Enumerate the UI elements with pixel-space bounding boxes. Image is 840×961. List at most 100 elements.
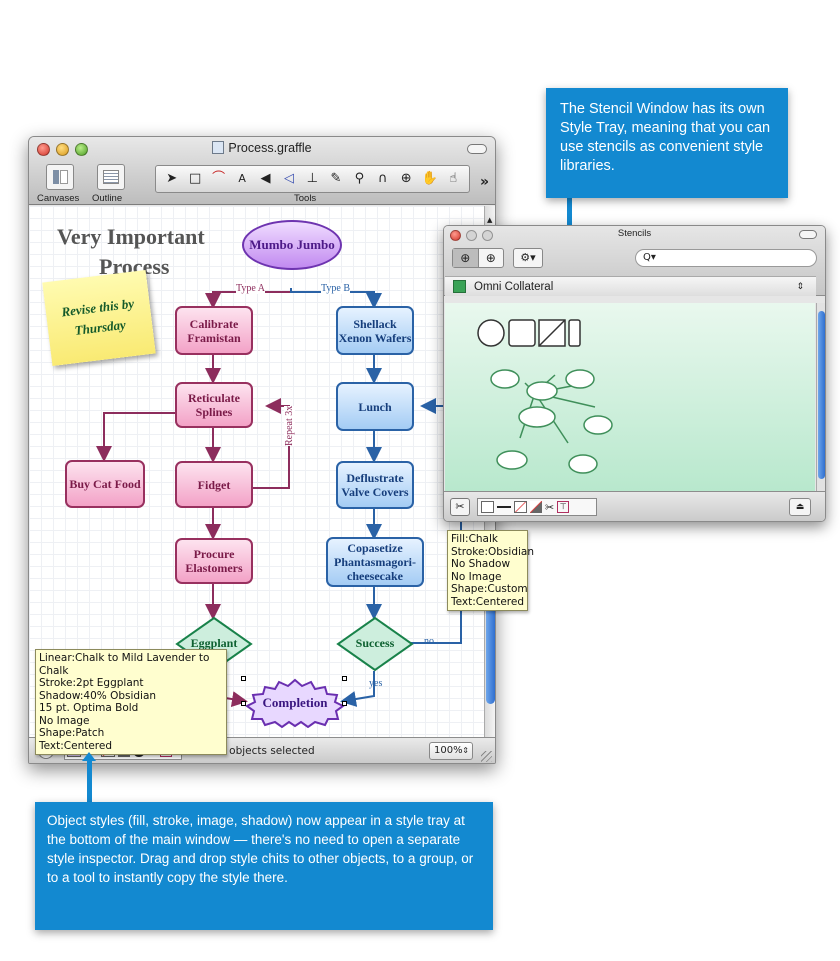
selection-handle[interactable] (241, 701, 246, 706)
zoom-value: 100% (434, 745, 463, 756)
node-success-shape[interactable] (336, 616, 414, 672)
selection-handle[interactable] (241, 676, 246, 681)
tooltip-line: Fill:Chalk (451, 533, 498, 545)
node-procure-elastomers[interactable]: Procure Elastomers (175, 538, 253, 584)
stencil-scrollbar[interactable] (816, 303, 825, 491)
selection-handle[interactable] (342, 701, 347, 706)
node-shellack-xenon-wafers[interactable]: Shellack Xenon Wafers (336, 306, 414, 355)
label-type-a: Type A (236, 283, 266, 294)
toolbar-overflow-button[interactable]: » (480, 174, 490, 190)
canvases-button[interactable] (46, 164, 74, 190)
sticky-note[interactable]: Revise this by Thursday (42, 269, 156, 367)
text-position-chit-icon[interactable]: ⊤ (557, 501, 570, 513)
magnet-tool-icon[interactable]: ∩ (378, 171, 388, 186)
stencil-action-gear-icon[interactable]: ⚙▾ (513, 248, 543, 268)
close-icon[interactable] (37, 143, 50, 156)
stepper-icon: ⇕ (462, 746, 469, 755)
grid-view-icon[interactable]: ⊕ (453, 249, 478, 267)
list-view-icon[interactable]: ⊕ (477, 249, 504, 267)
pen-tool-icon[interactable]: ◁ (283, 171, 294, 186)
node-lunch[interactable]: Lunch (336, 382, 414, 431)
node-completion-label: Completion (262, 695, 328, 710)
tools-palette: ➤ □ ⌒ A ◀ ◁ ⊥ ✎ ⚲ ∩ ⊕ ✋ ☝ (155, 165, 470, 193)
shadow-chit-icon[interactable] (530, 501, 542, 513)
stencil-library-icon (453, 280, 466, 293)
scroll-up-icon[interactable]: ▲ (487, 216, 493, 224)
stencil-window-title: Stencils (617, 228, 652, 239)
stroke-chit-icon[interactable] (497, 506, 511, 508)
stamp-tool-icon[interactable]: ⚲ (354, 171, 365, 186)
stepper-icon: ⇕ (796, 281, 804, 292)
selection-tool-icon[interactable]: ➤ (166, 171, 178, 186)
tooltip-line: Stroke:2pt Eggplant (39, 677, 144, 689)
node-mumbo-jumbo[interactable]: Mumbo Jumbo (242, 220, 342, 270)
selection-handle[interactable] (342, 676, 347, 681)
node-success-label: Success (355, 636, 395, 650)
stencil-toolbar-toggle[interactable] (799, 230, 817, 239)
zoom-select[interactable]: 100%⇕ (429, 742, 473, 760)
minimize-icon[interactable] (56, 143, 69, 156)
node-buy-cat-food[interactable]: Buy Cat Food (65, 460, 145, 508)
style-tooltip-main: Linear:Chalk to Mild Lavender to Chalk S… (35, 649, 227, 755)
node-completion-shape[interactable] (245, 678, 345, 728)
stencil-scroll-thumb[interactable] (818, 311, 825, 479)
canvases-icon (53, 170, 59, 184)
image-chit-icon[interactable] (514, 501, 527, 513)
stencil-mindmap[interactable] (485, 363, 625, 475)
zoom-icon[interactable] (75, 143, 88, 156)
label-repeat: Repeat 3x (284, 405, 295, 446)
browse-tool-icon[interactable]: ☝ (449, 171, 458, 186)
resize-grip-icon[interactable] (481, 751, 492, 762)
main-window: Process.graffle Canvases Outline ➤ □ ⌒ A… (28, 136, 496, 764)
text-tool-icon[interactable]: A (238, 172, 246, 185)
style-brush-icon[interactable]: ◀ (260, 171, 271, 186)
shape-chit-icon[interactable]: ✂ (545, 500, 555, 514)
callout-style-tray: Object styles (fill, stroke, image, shad… (35, 802, 493, 930)
node-copasetize[interactable]: Copasetize Phantasmagori-cheesecake (326, 537, 424, 587)
zoom-tool-icon[interactable]: ⊕ (400, 171, 412, 186)
line-tool-icon[interactable]: ⌒ (212, 171, 226, 186)
connectors (96, 288, 462, 707)
document-icon (212, 141, 225, 154)
tools-label: Tools (294, 193, 317, 204)
scroll-thumb[interactable] (486, 536, 495, 704)
node-deflustrate-valve-covers[interactable]: Deflustrate Valve Covers (336, 461, 414, 509)
stencil-tray-toggle-icon[interactable]: ✂ (450, 498, 470, 516)
stencil-basic-shapes[interactable] (475, 317, 585, 351)
stencil-eject-icon[interactable]: ⏏ (789, 498, 811, 516)
tooltip-line: 15 pt. Optima Bold (39, 702, 139, 714)
callout-bottom-arrowhead (82, 752, 96, 761)
node-eggplant-label: Eggplant (190, 636, 238, 650)
node-fidget[interactable]: Fidget (175, 461, 253, 508)
outline-button[interactable] (97, 164, 125, 190)
label-yes: yes (369, 678, 383, 689)
window-title-text: Process.graffle (228, 141, 312, 155)
tooltip-line: No Image (451, 570, 502, 583)
node-calibrate-framistan[interactable]: Calibrate Framistan (175, 306, 253, 355)
stencil-library-select[interactable]: Omni Collateral ⇕ (445, 276, 816, 296)
stencil-minimize-icon[interactable] (466, 230, 477, 241)
hand-tool-icon[interactable]: ✋ (421, 171, 438, 186)
tooltip-line: Shape:Patch (39, 727, 105, 739)
fill-chit-icon[interactable] (481, 501, 494, 513)
shape-tool-icon[interactable]: □ (189, 171, 202, 186)
stencil-view-toggle: ⊕ ⊕ (452, 248, 504, 268)
tooltip-line: Linear:Chalk to Mild Lavender to Chalk (39, 652, 210, 677)
outline-label: Outline (92, 193, 123, 204)
tooltip-line: Stroke:Obsidian (451, 545, 534, 558)
diagram-heading-line1: Very Important (57, 224, 205, 249)
tooltip-line: No Shadow (451, 558, 511, 570)
diagram-tool-icon[interactable]: ⊥ (306, 171, 319, 186)
tooltip-line: Shadow:40% Obsidian (39, 689, 157, 702)
stencil-close-icon[interactable] (450, 230, 461, 241)
stencil-search-input[interactable]: Q▾ (635, 249, 817, 267)
tooltip-line: Shape:Custom (451, 583, 528, 595)
canvas[interactable]: Very Important Process Revise this by Th… (29, 206, 484, 737)
stencil-zoom-icon[interactable] (482, 230, 493, 241)
toolbar-toggle-button[interactable] (467, 144, 487, 154)
node-reticulate-splines[interactable]: Reticulate Splines (175, 382, 253, 428)
stencil-area[interactable] (445, 303, 815, 491)
brush-tool-icon[interactable]: ✎ (330, 171, 342, 186)
style-tooltip-stencil: Fill:Chalk Stroke:Obsidian No Shadow No … (447, 530, 534, 611)
outline-icon (103, 170, 119, 184)
